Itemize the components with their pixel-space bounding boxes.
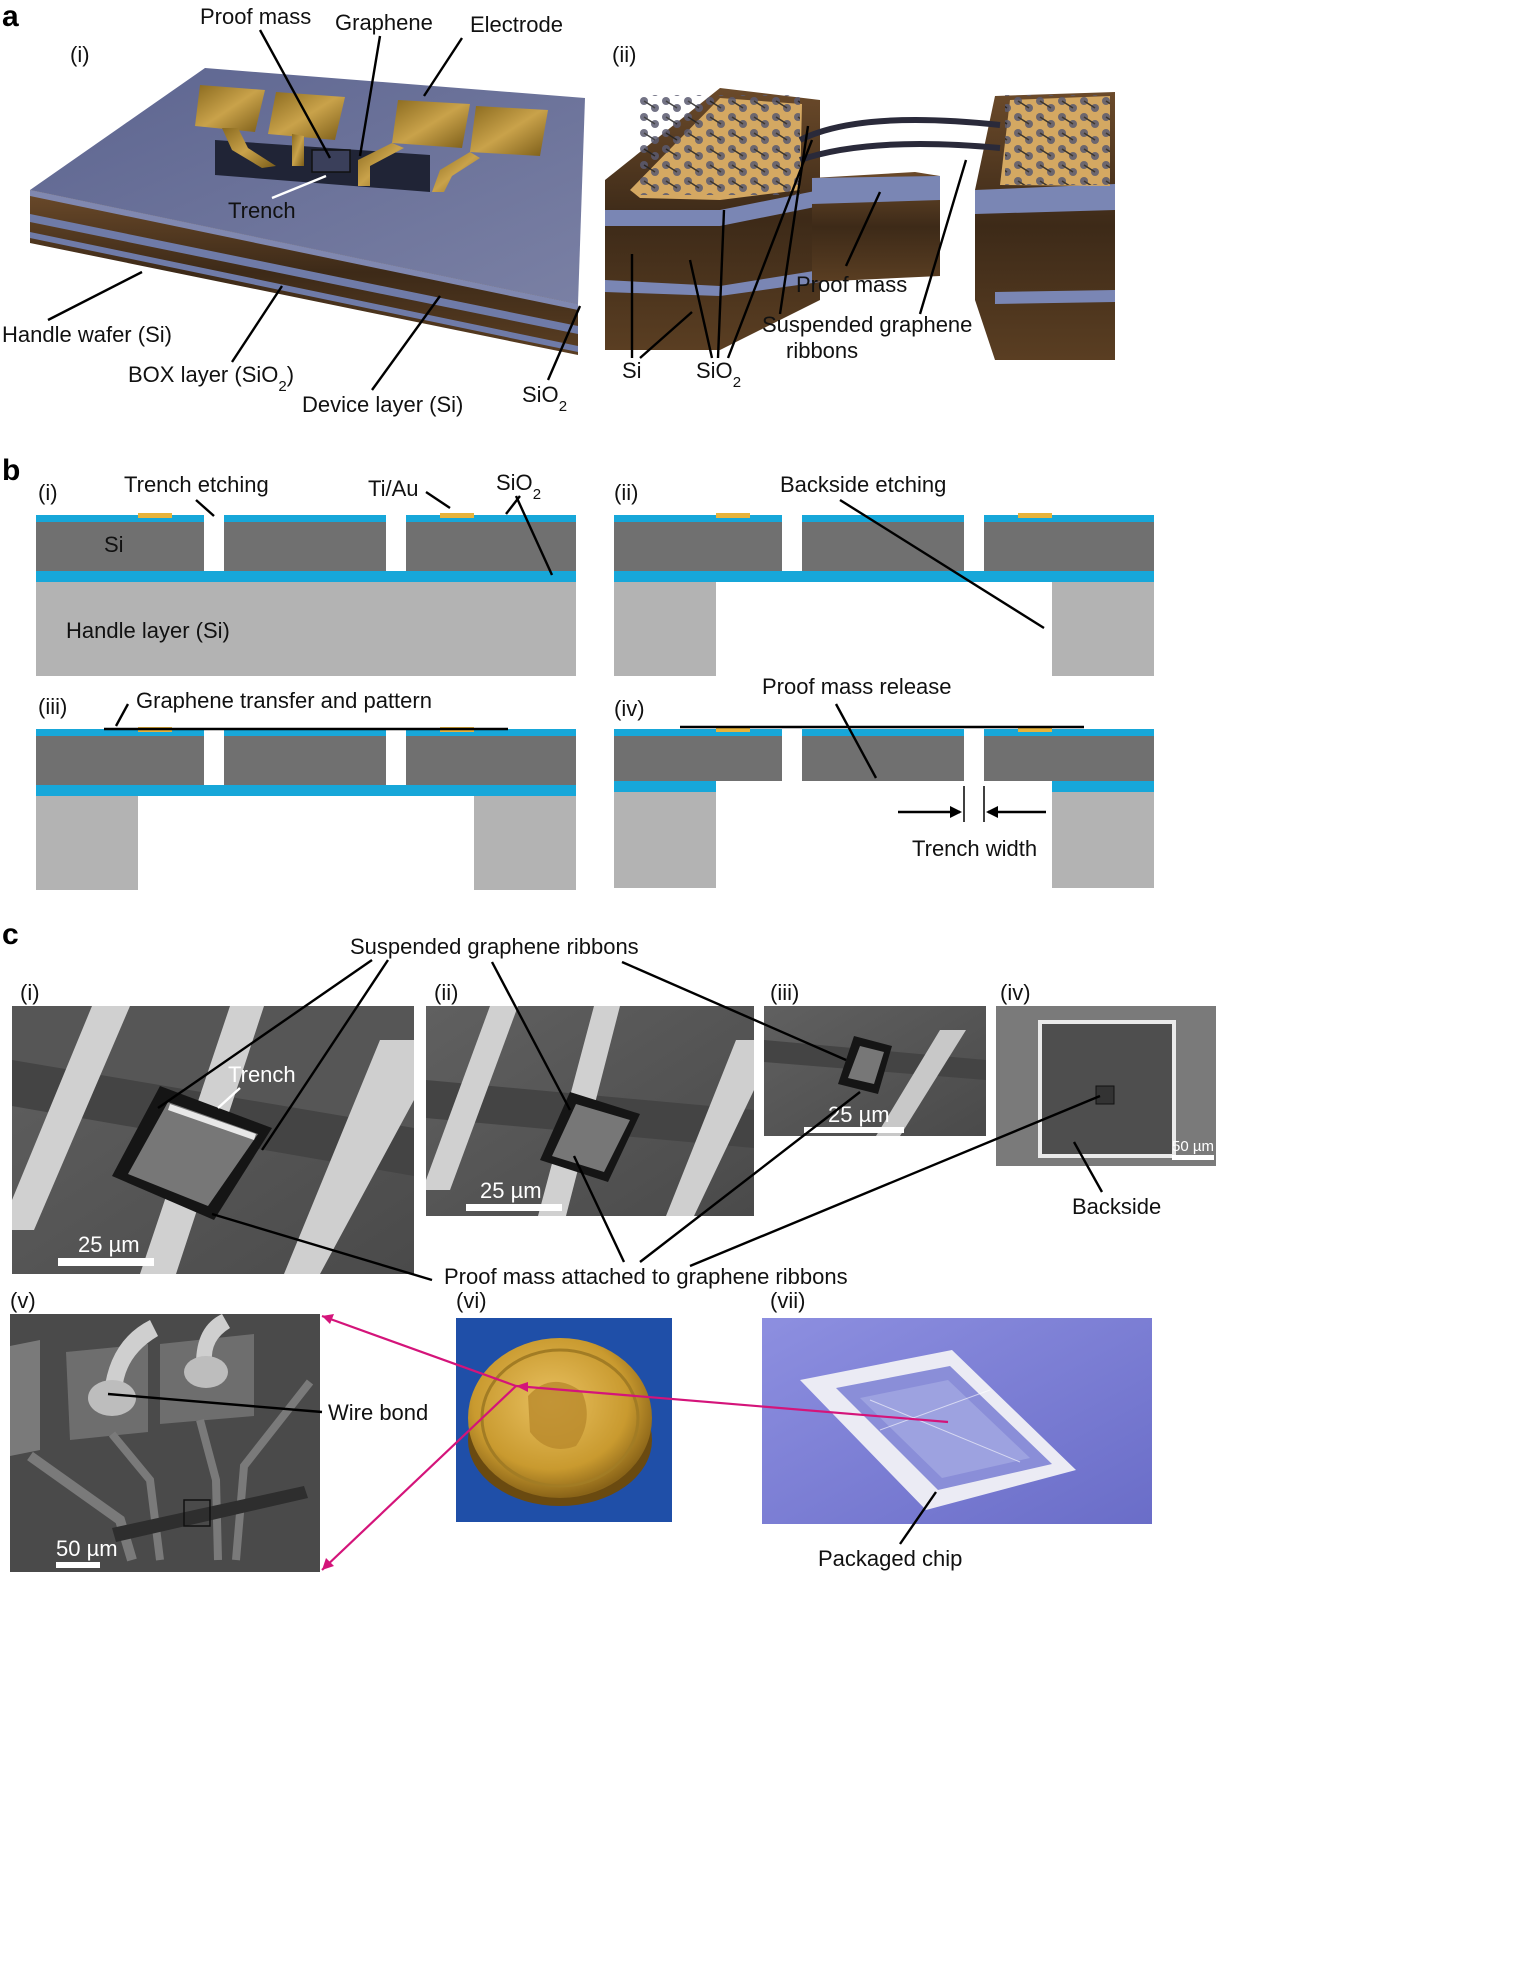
b-ii-sublabel: (ii)	[614, 480, 638, 505]
a-ii-label-suspended-1: Suspended graphene	[762, 312, 972, 337]
c-v-wire-bond-leader	[107, 1392, 323, 1414]
a-i-label-device-layer: Device layer (Si)	[302, 392, 463, 417]
c-vii-sublabel: (vii)	[770, 1288, 805, 1313]
panel-c-vi-coin-photo	[456, 1318, 672, 1522]
a-ii-leader-lines	[630, 125, 968, 359]
c-iv-label-backside: Backside	[1072, 1194, 1161, 1219]
a-ii-label-proof-mass: Proof mass	[796, 272, 907, 297]
b-i-label-si: Si	[104, 532, 124, 557]
c-iii-sublabel: (iii)	[770, 980, 799, 1005]
c-v-sublabel: (v)	[10, 1288, 36, 1313]
a-ii-label-sio2: SiO2	[696, 358, 741, 391]
panel-a-ii-section-illustration	[605, 88, 1115, 360]
b-iii-sublabel: (iii)	[38, 694, 67, 719]
a-i-label-handle-wafer: Handle wafer (Si)	[2, 322, 172, 347]
c-ii-scale-bar: 25 µm	[480, 1178, 542, 1203]
panel-a-i-wafer-illustration	[30, 68, 585, 355]
c-ii-sublabel: (ii)	[434, 980, 458, 1005]
panel-c-ii-sem-image	[426, 1006, 754, 1216]
b-iv-sublabel: (iv)	[614, 696, 645, 721]
c-iv-backside-leader	[1072, 1141, 1104, 1193]
b-iii-leader-line	[114, 703, 130, 727]
c-i-trench-arrow	[217, 1087, 241, 1109]
c-v-scale-bar: 50 µm	[56, 1536, 118, 1561]
a-i-leader-lines	[47, 29, 582, 391]
b-i-label-handle-layer: Handle layer (Si)	[66, 618, 230, 643]
a-ii-label-suspended-2: ribbons	[786, 338, 858, 363]
b-i-label-trench-etching: Trench etching	[124, 472, 269, 497]
panel-b-iv-cross-section	[614, 725, 1154, 888]
panel-b-iii-cross-section	[36, 727, 576, 890]
panel-c-iv-sem-image	[996, 1006, 1216, 1166]
c-i-scale-bar: 25 µm	[78, 1232, 140, 1257]
a-ii-label-si: Si	[622, 358, 642, 383]
panel-letter-b: b	[2, 454, 20, 487]
a-i-label-box-layer: BOX layer (SiO2)	[128, 362, 294, 395]
c-magenta-callouts	[321, 1314, 949, 1571]
a-i-label-graphene: Graphene	[335, 10, 433, 35]
c-leader-lines	[157, 959, 1101, 1282]
panel-c-iii-sem-image	[764, 1006, 986, 1136]
c-vi-sublabel: (vi)	[456, 1288, 487, 1313]
b-i-leader-lines	[195, 491, 554, 576]
c-label-suspended: Suspended graphene ribbons	[350, 934, 639, 959]
a-i-sublabel: (i)	[70, 42, 90, 67]
c-i-label-trench: Trench	[228, 1062, 296, 1087]
c-vii-label-packaged-chip: Packaged chip	[818, 1546, 962, 1571]
a-i-label-sio2: SiO2	[522, 382, 567, 415]
panel-c-i-sem-image	[12, 1006, 414, 1274]
a-ii-sublabel: (ii)	[612, 42, 636, 67]
panel-c-vii-package-photo	[762, 1318, 1152, 1524]
c-i-sublabel: (i)	[20, 980, 40, 1005]
b-ii-label-backside-etching: Backside etching	[780, 472, 946, 497]
b-i-sublabel: (i)	[38, 480, 58, 505]
a-i-label-electrode: Electrode	[470, 12, 563, 37]
a-i-label-proof-mass: Proof mass	[200, 4, 311, 29]
c-iv-sublabel: (iv)	[1000, 980, 1031, 1005]
panel-letter-c: c	[2, 918, 19, 951]
c-iv-scale-bar: 50 µm	[1172, 1138, 1214, 1155]
panel-b-ii-cross-section	[614, 513, 1154, 676]
b-iii-label-transfer: Graphene transfer and pattern	[136, 688, 432, 713]
panel-c-v-sem-image	[10, 1314, 320, 1572]
a-i-label-trench: Trench	[228, 198, 296, 223]
b-ii-leader-line	[839, 498, 1045, 630]
panel-b-i-cross-section	[36, 513, 576, 676]
b-iv-label-trench-width: Trench width	[912, 836, 1037, 861]
b-i-label-tiau: Ti/Au	[368, 476, 419, 501]
b-i-label-sio2: SiO2	[496, 470, 541, 503]
c-label-proof-attached: Proof mass attached to graphene ribbons	[444, 1264, 848, 1289]
panel-letter-a: a	[2, 0, 19, 33]
c-vii-packaged-leader	[899, 1491, 937, 1545]
b-iv-leader-line	[834, 703, 878, 779]
c-v-label-wire-bond: Wire bond	[328, 1400, 428, 1425]
c-iii-scale-bar: 25 µm	[828, 1102, 890, 1127]
b-iv-label-release: Proof mass release	[762, 674, 952, 699]
